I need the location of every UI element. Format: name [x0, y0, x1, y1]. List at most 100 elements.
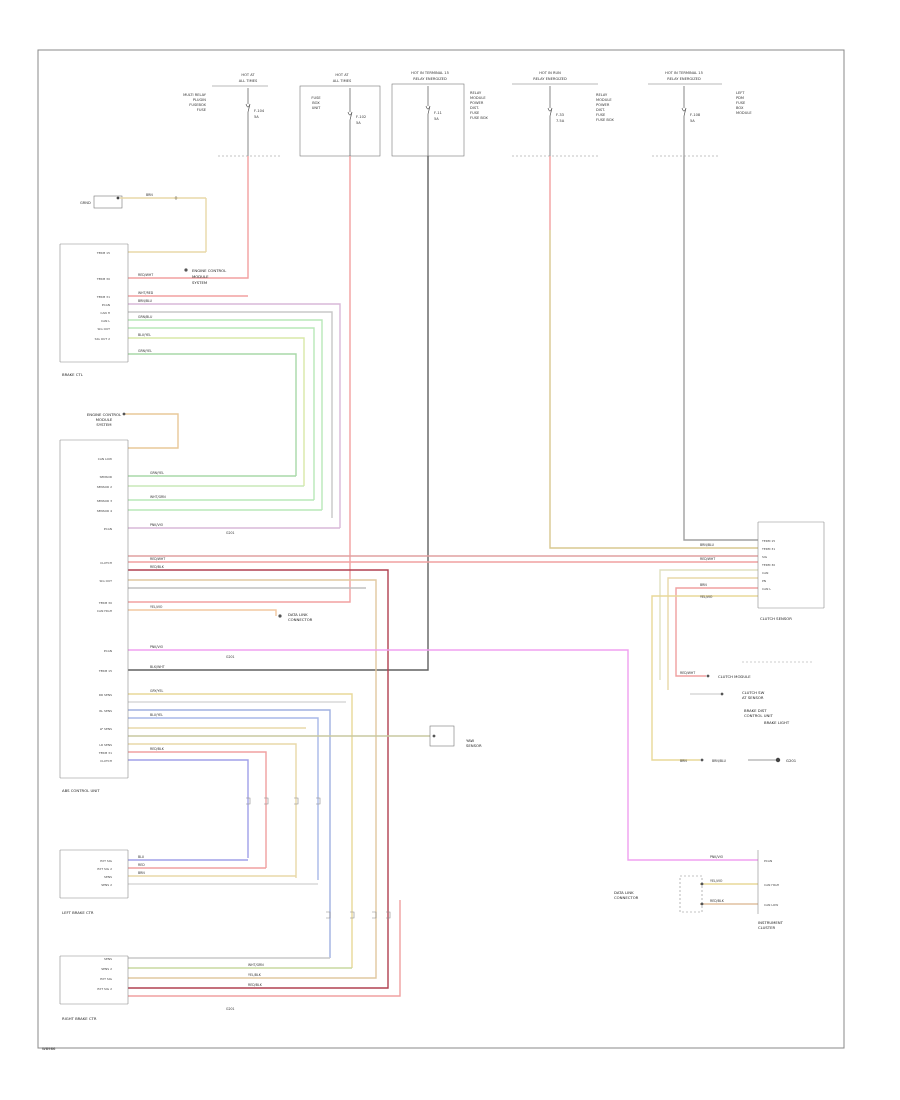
ground-label: G201 — [786, 758, 797, 763]
component-label: ENGINE CONTROL — [192, 268, 227, 273]
wire-label: PNK/VIO — [150, 645, 164, 649]
wire-label: GRN/BLU — [138, 315, 153, 319]
pin-label: EXT SIG 2 — [97, 987, 112, 991]
pin-label: SENSOR 4 — [97, 509, 112, 513]
fuse-desc: MODULE — [470, 96, 486, 100]
component-label: LEFT BRAKE CTR — [62, 910, 94, 915]
wires — [124, 156, 758, 997]
pin-label: LR SENS — [99, 743, 112, 747]
fuse-block-2: HOT AT ALL TIMES FUSE BOX UNIT F-102 5A — [299, 73, 381, 157]
fuse-block-4: HOT IN RUN RELAY ENERGIZED F-33 7.5A REL… — [512, 71, 614, 157]
wire-label: RED/WHT — [150, 557, 165, 561]
pin-label: SENSOR 2 — [97, 485, 112, 489]
pin-label: SENSOR — [100, 475, 112, 479]
pin-label: SENSOR 3 — [97, 499, 112, 503]
pin-label: PCAN — [104, 527, 112, 531]
fuse-hot-label: HOT AT — [241, 73, 255, 77]
ground-label: GRND — [80, 201, 91, 205]
component-label: YAW — [466, 738, 474, 743]
pin-label: TERM 31 — [761, 547, 775, 551]
component-label: INSTRUMENT — [758, 920, 784, 925]
pin-label: CAN L — [101, 319, 110, 323]
pin-label: TERM 15 — [96, 251, 110, 255]
wire-label: RED/BLK — [150, 747, 165, 751]
fuse-amp: 5A — [690, 119, 695, 123]
wire-label: BLK/WHT — [150, 665, 165, 669]
pin-label: EXT SIG — [100, 859, 112, 863]
fuse-amp: 7.5A — [556, 119, 565, 123]
wire-label: BLU/YEL — [150, 713, 163, 717]
pin-label: CAN LOW — [764, 903, 778, 907]
wire-label: GRY/YEL — [150, 689, 163, 693]
fuse-desc: RELAY — [596, 93, 608, 97]
figure-number: W8986 — [42, 1046, 56, 1051]
wire-label: BLU — [138, 855, 145, 859]
pin-label: PCAN — [102, 303, 110, 307]
fuse-number: F-108 — [690, 113, 701, 117]
instrument-cluster: PCAN CAN HIGH CAN LOW INSTRUMENT CLUSTER… — [614, 850, 784, 930]
fuse-desc: PDM — [736, 96, 744, 100]
component-label: BRAKE DIST — [744, 708, 767, 713]
pin-label: TERM 30 — [761, 563, 775, 567]
data-link-connector: DATA LINK CONNECTOR — [278, 612, 313, 622]
fuse-hot-label: HOT AT — [335, 73, 349, 77]
component-label: SYSTEM — [96, 422, 111, 427]
wire-label: BRN — [138, 871, 145, 875]
wire-label: BLU/YEL — [138, 333, 151, 337]
pin-label: CAN — [762, 571, 768, 575]
wire-label: GRN/YEL — [150, 471, 164, 475]
pin-label: SIG OUT 2 — [95, 337, 110, 341]
fuse-desc: DIST. — [470, 106, 479, 110]
pin-label: RR SENS — [99, 693, 112, 697]
component-label: MODULE — [192, 274, 209, 279]
fuse-desc: RELAY — [470, 91, 482, 95]
fuse-desc: MODULE — [596, 98, 612, 102]
fuse-desc: FUSEBOX — [189, 103, 206, 107]
ground-label: G201 — [226, 1007, 235, 1011]
pin-label: PCAN — [764, 859, 772, 863]
fuse-desc: LEFT — [736, 91, 745, 95]
fuse-desc: FUSE BOX — [596, 118, 614, 122]
component-label: CONNECTOR — [288, 617, 313, 622]
fuse-desc: FUSE — [470, 111, 480, 115]
fuse-hot-label: HOT IN TERMINAL 15 — [665, 71, 703, 75]
ground-icon — [775, 757, 781, 763]
pin-label: SENS 2 — [101, 967, 112, 971]
wire-label: RED/WHT — [138, 273, 153, 277]
wire-label: WHT/RED — [138, 291, 154, 295]
fuse-desc: FUSE — [596, 113, 606, 117]
fuse-bus-label: RELAY ENERGIZED — [533, 77, 567, 81]
fuse-hot-label: HOT IN RUN — [539, 71, 561, 75]
pin-label: RL SENS — [99, 709, 112, 713]
component-label: MODULE — [96, 417, 113, 422]
component-label: CLUTCH SENSOR — [760, 616, 792, 621]
pin-label: SENS — [104, 875, 112, 879]
brake-ctl-module: TERM 15 TERM 30 TERM 31 PCAN CAN H CAN L… — [59, 243, 227, 377]
component-label: CONTROL UNIT — [744, 713, 773, 718]
fuse-desc: MODULE — [736, 111, 752, 115]
abs-control-unit: CAN LOW SENSOR SENSOR 2 SENSOR 3 SENSOR … — [59, 439, 235, 793]
ground-connector-top: GRND BRN — [80, 193, 207, 253]
pin-label: TERM 15 — [761, 539, 775, 543]
fuse-amp: 5A — [254, 115, 259, 119]
component-label: CLUTCH MODULE — [718, 674, 751, 679]
fuse-desc: MULTI RELAY — [183, 93, 207, 97]
pin-label: PN — [762, 579, 766, 583]
ground-label: G201 — [226, 655, 235, 659]
pin-label: SIG OUT — [100, 579, 113, 583]
component-label: ABS CONTROL UNIT — [62, 788, 100, 793]
pin-label: CAN L — [762, 587, 771, 591]
pin-label: EXT SIG — [100, 977, 112, 981]
pin-label: CLUTCH — [100, 759, 112, 763]
inline-connectors — [246, 797, 391, 919]
component-label: CLUTCH SW — [742, 690, 765, 695]
wire-label: YEL/VIO — [700, 595, 713, 599]
pin-label: CLUTCH — [100, 561, 112, 565]
fuse-desc: FUSE — [311, 96, 321, 100]
clutch-module: CLUTCH MODULE RED/WHT CLUTCH SW AT SENSO… — [680, 661, 812, 763]
fuse-desc: POWER — [470, 101, 484, 105]
fuse-desc: UNIT — [312, 106, 321, 110]
pin-label: CAN LOW — [98, 457, 112, 461]
wire-label: YEL/BLK — [248, 973, 262, 977]
pin-label: TERM 15 — [98, 669, 112, 673]
